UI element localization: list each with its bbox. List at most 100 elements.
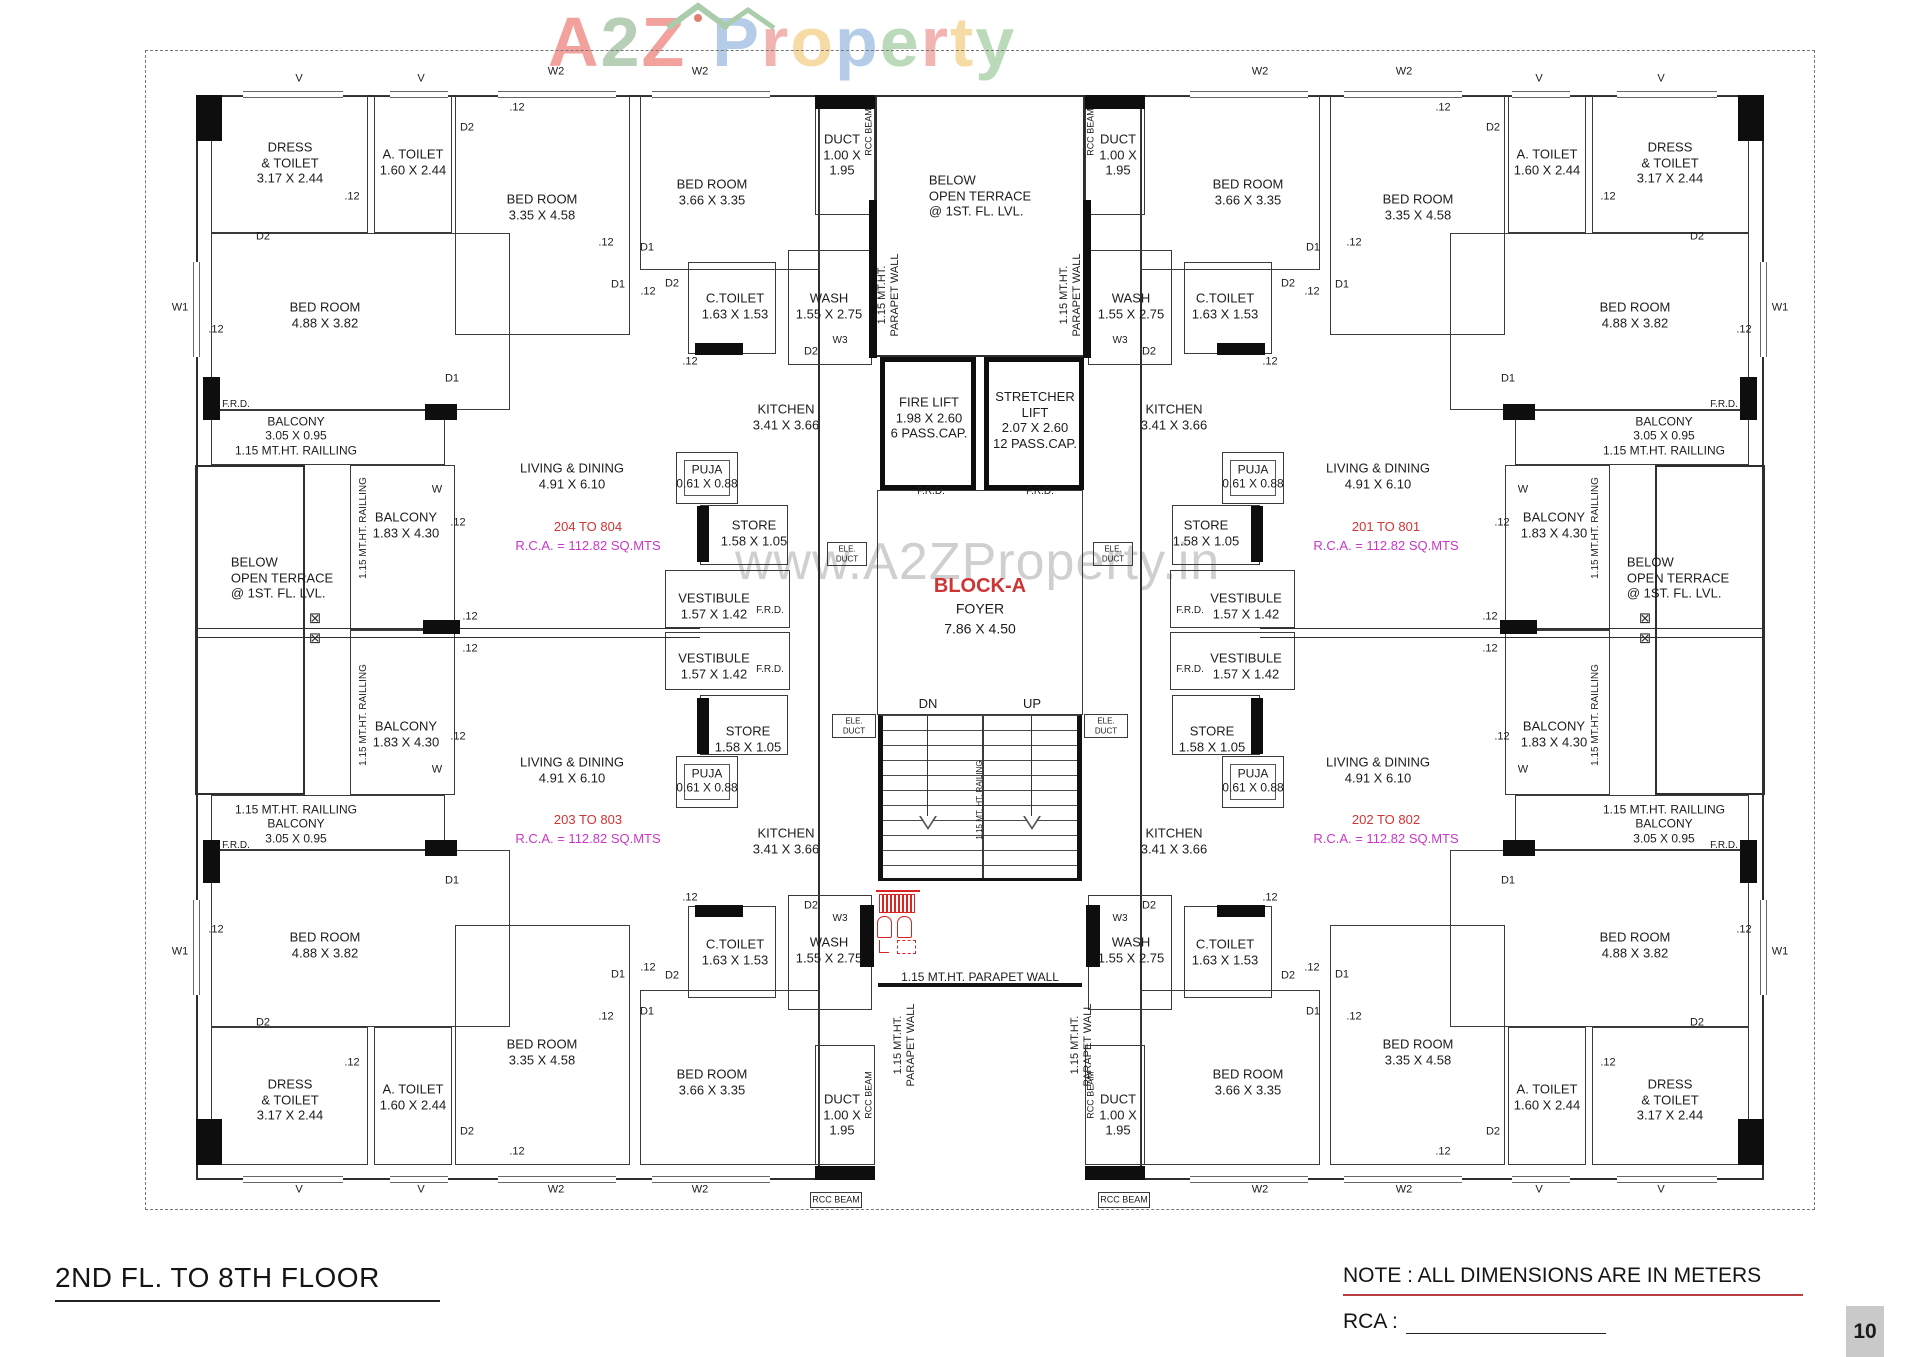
fire-equipment-symbol [873,888,920,954]
wall-chunk [1740,840,1757,883]
dim-label: .12 [1600,1056,1616,1069]
vestibule-top-right [1170,570,1295,628]
dimensions-note: NOTE : ALL DIMENSIONS ARE IN METERS [1343,1264,1803,1296]
dim-label: .12 [1304,285,1320,298]
balcony-strip-bl [211,795,445,850]
window-label: W [1517,763,1529,776]
frd-label: F.R.D. [1176,605,1204,616]
terrace-right [1655,465,1765,795]
parapet-label: 1.15 MT.HT.PARAPET WALL [1057,253,1083,337]
door-label: D1 [1500,372,1516,385]
parapet-label: 1.15 MT.HT.PARAPET WALL [891,1003,917,1087]
unit-rca: R.C.A. = 112.82 SQ.MTS [1313,831,1459,847]
ele-duct-box-tl [827,542,867,566]
door-label: D2 [1485,121,1501,134]
unit-rca: R.C.A. = 112.82 SQ.MTS [1313,538,1459,554]
door-label: D2 [1280,969,1296,982]
fire-extinguisher-icon [877,916,892,938]
wall-chunk [1083,200,1091,358]
up-arrow-icon [1023,816,1041,830]
door-label: D1 [1305,1005,1321,1018]
window-label: W2 [1395,1183,1413,1196]
window [390,1176,448,1183]
railing-label: 1.15 MT.HT. RAILLING [358,477,369,579]
window [498,91,616,98]
door-label: D1 [639,241,655,254]
room-a-toilet-br [1508,1027,1586,1165]
balcony-strip-br [1515,795,1749,850]
fire-hook-icon [879,940,889,953]
wall-chunk [423,620,460,634]
window-label: V [1657,1183,1665,1196]
dim-label: .12 [1435,1145,1451,1158]
ele-duct-box-bl [832,714,876,738]
dim-label: .12 [1494,516,1510,529]
dim-label: .12 [1435,101,1451,114]
dim-label: .12 [1482,610,1498,623]
frd-label: F.R.D. [222,840,250,851]
unit-number: 201 TO 801 [1351,519,1421,535]
lift-fire-shaft [880,357,976,490]
door-label: D2 [1689,230,1705,243]
x-box-mark: ⊠ [308,630,322,647]
door-label: D1 [639,1005,655,1018]
room-bedroom-335-bl [455,925,630,1165]
lift-stretcher-shaft [984,357,1084,490]
outer-dashed-boundary [145,50,1815,1210]
dim-label: .12 [598,1010,614,1023]
door-label: D1 [1334,968,1350,981]
rcc-beam-label: RCC BEAM [863,1071,874,1119]
dim-label: .12 [640,285,656,298]
dim-label: .12 [462,610,478,623]
window [193,262,200,357]
balcony-strip-tr [1515,410,1749,465]
dim-label: .12 [1262,355,1278,368]
window [243,1176,343,1183]
window-label: V [1657,72,1665,85]
dim-label: .12 [1736,323,1752,336]
frd-label: F.R.D. [1176,664,1204,675]
dim-label: .12 [509,101,525,114]
window [1344,1176,1462,1183]
window [1190,1176,1308,1183]
stair-up-label: UP [1022,696,1042,712]
unit-number: 203 TO 803 [553,812,623,828]
window [1344,91,1462,98]
window-label: W [431,763,443,776]
dim-label: .12 [208,923,224,936]
vestibule-bottom-left [665,632,790,690]
wall-chunk [425,404,457,420]
stair-arrow-line [927,716,928,816]
door-label: D2 [1689,1016,1705,1029]
dim-label: .12 [682,355,698,368]
dim-label: .12 [1346,236,1362,249]
unit-number: 202 TO 802 [1351,812,1421,828]
wall-chunk [1500,620,1537,634]
rcc-beam-label: RCC BEAM [1100,1194,1148,1205]
puja-tr-inner [1230,460,1276,496]
x-box-mark: ⊠ [1638,610,1652,627]
window [498,1176,616,1183]
ele-duct-box-br [1084,714,1128,738]
window-label: W3 [1112,913,1128,924]
page-number-badge: 10 [1846,1306,1884,1357]
room-bedroom-488-br [1450,850,1749,1027]
duct-bottom-left [815,1045,875,1165]
balcony-tall-tr [1505,465,1610,630]
ele-duct-label: ELE.DUCT [1101,544,1125,563]
